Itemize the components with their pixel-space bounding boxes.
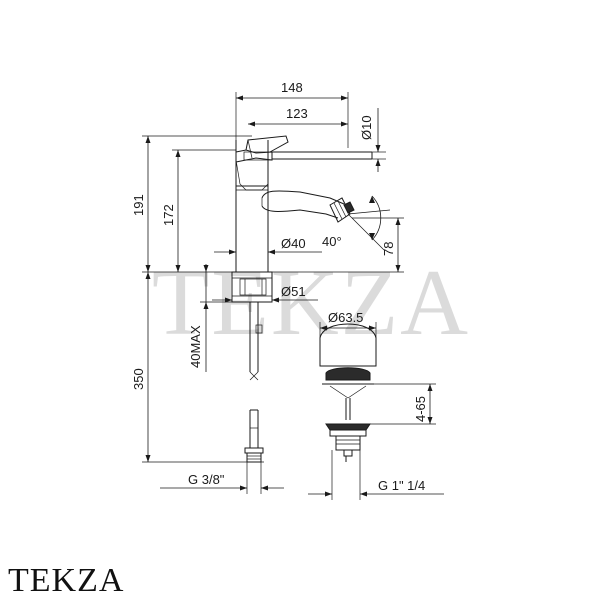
nozzle: [329, 197, 355, 223]
dimension-angle-40: 40°: [322, 195, 391, 251]
spout-arm: [261, 190, 345, 219]
dim-78-label: 78: [381, 242, 396, 256]
dim-angle-label: 40°: [322, 234, 342, 249]
dim-123-label: 123: [286, 106, 308, 121]
dimension-4-65: 4-65: [370, 383, 436, 425]
dim-191-label: 191: [131, 194, 146, 216]
dim-148-label: 148: [281, 80, 303, 95]
dim-172-label: 172: [161, 204, 176, 226]
lever-handle: [235, 135, 289, 191]
dim-diam63-label: Ø63.5: [328, 310, 363, 325]
watermark: TEKZA: [152, 251, 470, 355]
dimension-191: 191: [131, 135, 252, 273]
dimension-172: 172: [161, 149, 236, 272]
brand-logo-text: TEKZA: [8, 562, 125, 599]
dim-diam10-label: Ø10: [359, 115, 374, 140]
dim-40max-label: 40MAX: [188, 325, 203, 368]
dim-350-label: 350: [131, 368, 146, 390]
dimension-40max: 40MAX: [188, 264, 232, 372]
dimension-78: 78: [272, 217, 404, 273]
dimension-350: 350: [131, 272, 264, 463]
dimension-diam63: Ø63.5: [319, 310, 377, 338]
dimension-g114: G 1" 1/4: [308, 450, 444, 500]
dimension-diam40: Ø40: [214, 236, 322, 255]
dim-diam51-label: Ø51: [281, 284, 306, 299]
dim-g38-label: G 3/8": [188, 472, 225, 487]
dimension-148: 148: [235, 80, 349, 150]
dim-4-65-label: 4-65: [413, 396, 428, 422]
dimension-g38: G 3/8": [160, 462, 284, 494]
dim-diam40-label: Ø40: [281, 236, 306, 251]
spout-rod: [272, 151, 373, 160]
dimension-diam51: Ø51: [212, 284, 318, 303]
dim-g114-label: G 1" 1/4: [378, 478, 425, 493]
dimension-diam10: Ø10: [359, 108, 386, 172]
dimension-123: 123: [248, 106, 348, 127]
